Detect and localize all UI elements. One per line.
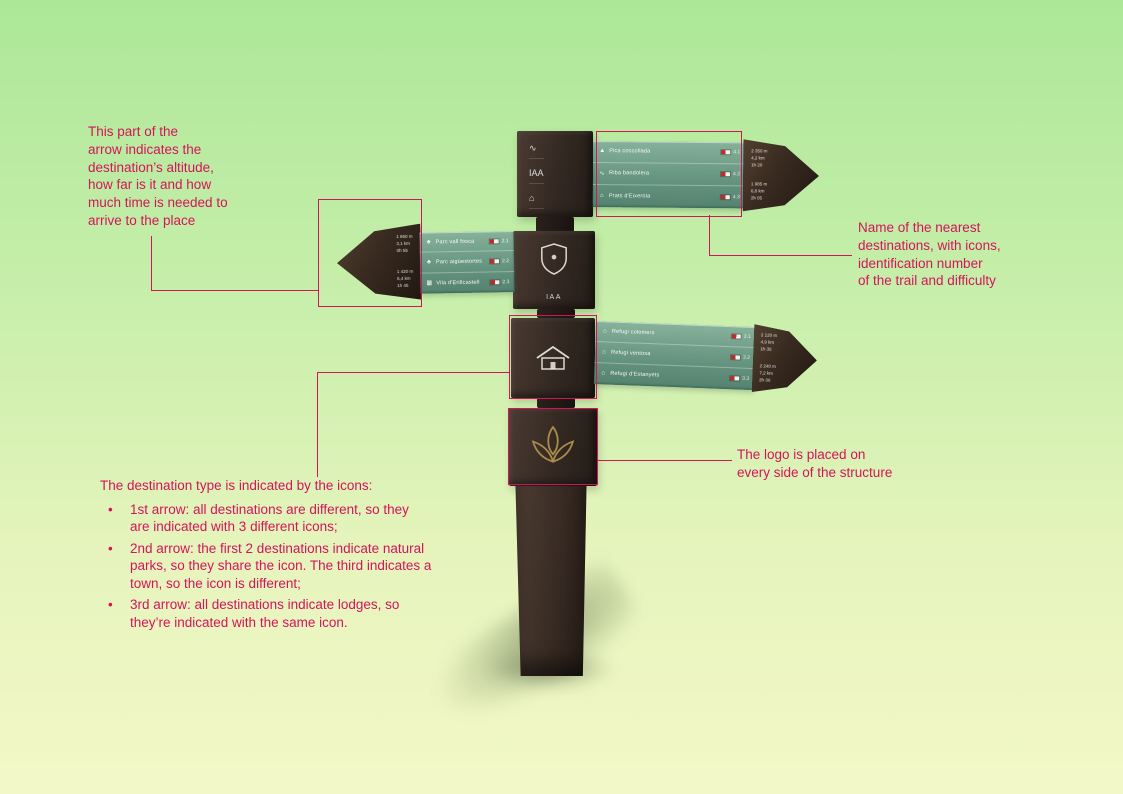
arrow2-panel: ♣ Parc vall fosca 2.1 ♣ Parc aigüestorte… xyxy=(419,231,515,294)
destination-name: Parc aigüestortes xyxy=(435,258,483,266)
annotation-names-text: Name of the nearest destinations, with i… xyxy=(858,220,1001,289)
difficulty-marker xyxy=(730,333,742,340)
connector-line xyxy=(598,460,732,461)
destination-name: Refugi d'Estanyets xyxy=(610,371,660,379)
altitude-distance-time: 2 350 m 4,2 km 1h 20 xyxy=(751,148,768,168)
shield-icon xyxy=(541,243,567,275)
arrow1-head: 2 350 m 4,2 km 1h 20 1 985 m 6,8 km 2h 0… xyxy=(743,139,820,212)
destination-row: ▦ Vila d'Erillcastell 2.3 xyxy=(420,272,514,294)
annotation-icons-block: The destination type is indicated by the… xyxy=(100,477,472,635)
post-joint xyxy=(537,309,575,318)
connector-line xyxy=(151,236,152,290)
destination-name: Vila d'Erillcastell xyxy=(436,279,480,287)
post-lower-shaft xyxy=(515,486,587,676)
trail-id: 2.3 xyxy=(502,278,510,286)
highlight-box-top-panel xyxy=(596,131,742,217)
altitude-distance-time: 1 985 m 6,8 km 2h 05 xyxy=(750,181,768,201)
annotation-icons-list: 1st arrow: all destinations are differen… xyxy=(100,501,472,632)
destination-type-icon: ♣ xyxy=(426,259,432,266)
trail-id: 3.3 xyxy=(742,376,750,383)
shield-cube-label: IAA xyxy=(546,294,562,301)
destination-type-icon: ♣ xyxy=(426,239,431,246)
connector-line xyxy=(151,290,318,291)
trail-type-icon: ⌂ xyxy=(529,190,544,209)
destination-type-icon: ⌂ xyxy=(602,328,607,335)
lodge-icon xyxy=(536,345,570,370)
top-cube-icon-column: ∿ IAA ⌂ xyxy=(529,140,544,209)
destination-type-icon: ⌂ xyxy=(601,370,606,377)
destination-type-icon: ⌂ xyxy=(602,349,606,356)
difficulty-marker xyxy=(489,279,501,286)
destination-row: ♣ Parc aigüestortes 2.2 xyxy=(419,251,515,274)
destination-name: Parc vall fosca xyxy=(435,238,475,246)
highlight-box-logo-cube xyxy=(508,408,598,485)
trail-id: 3.1 xyxy=(743,333,751,340)
annotation-icons-bullet: 2nd arrow: the first 2 destinations indi… xyxy=(108,540,472,593)
arrow3-head: 2 120 m 4,9 km 1h 35 2 240 m 7,2 km 2h 3… xyxy=(752,324,819,394)
difficulty-marker xyxy=(729,354,742,361)
post-house-cube xyxy=(511,318,595,398)
difficulty-marker xyxy=(488,237,500,245)
annotation-altitude-text: This part of the arrow indicates the des… xyxy=(88,124,228,229)
connector-line xyxy=(317,372,509,373)
difficulty-marker xyxy=(729,375,741,383)
arrow3-panel: ⌂ Refugi colomers 3.1 ⌂ Refugi ventosa 3… xyxy=(593,321,757,391)
connector-line xyxy=(709,215,710,255)
annotation-icons-bullet: 3rd arrow: all destinations indicate lod… xyxy=(108,596,472,631)
brand-logo-icon xyxy=(531,425,575,463)
post-shield-cube: IAA xyxy=(513,231,595,309)
trail-id: 2.1 xyxy=(501,237,509,244)
post-joint xyxy=(536,217,574,232)
post-logo-cube xyxy=(509,408,597,486)
destination-row: ♣ Parc vall fosca 2.1 xyxy=(419,231,514,253)
connector-line xyxy=(709,255,852,256)
annotation-icons-bullet: 1st arrow: all destinations are differen… xyxy=(108,501,472,536)
annotation-icons-heading: The destination type is indicated by the… xyxy=(100,478,373,493)
trail-type-icon: IAA xyxy=(529,165,544,184)
highlight-box-left-arrowhead xyxy=(318,199,422,307)
post-joint xyxy=(537,398,575,408)
trail-id: 3.2 xyxy=(742,354,751,361)
destination-name: Refugi ventosa xyxy=(610,349,651,358)
altitude-distance-time: 2 120 m 4,9 km 1h 35 xyxy=(760,332,778,352)
destination-type-icon: ▦ xyxy=(426,280,433,287)
annotation-logo-text: The logo is placed on every side of the … xyxy=(737,447,893,480)
highlight-box-icon-cube xyxy=(509,315,597,399)
post-top-cube: ∿ IAA ⌂ xyxy=(517,131,593,217)
destination-name: Refugi colomers xyxy=(611,328,655,337)
trail-type-icon: ∿ xyxy=(529,140,544,159)
trail-id: 2.2 xyxy=(501,258,510,265)
connector-line xyxy=(317,372,318,477)
arrow-sign-bottom-right: ⌂ Refugi colomers 3.1 ⌂ Refugi ventosa 3… xyxy=(593,318,821,399)
altitude-distance-time: 2 240 m 7,2 km 2h 30 xyxy=(759,363,777,383)
difficulty-marker xyxy=(489,258,501,265)
